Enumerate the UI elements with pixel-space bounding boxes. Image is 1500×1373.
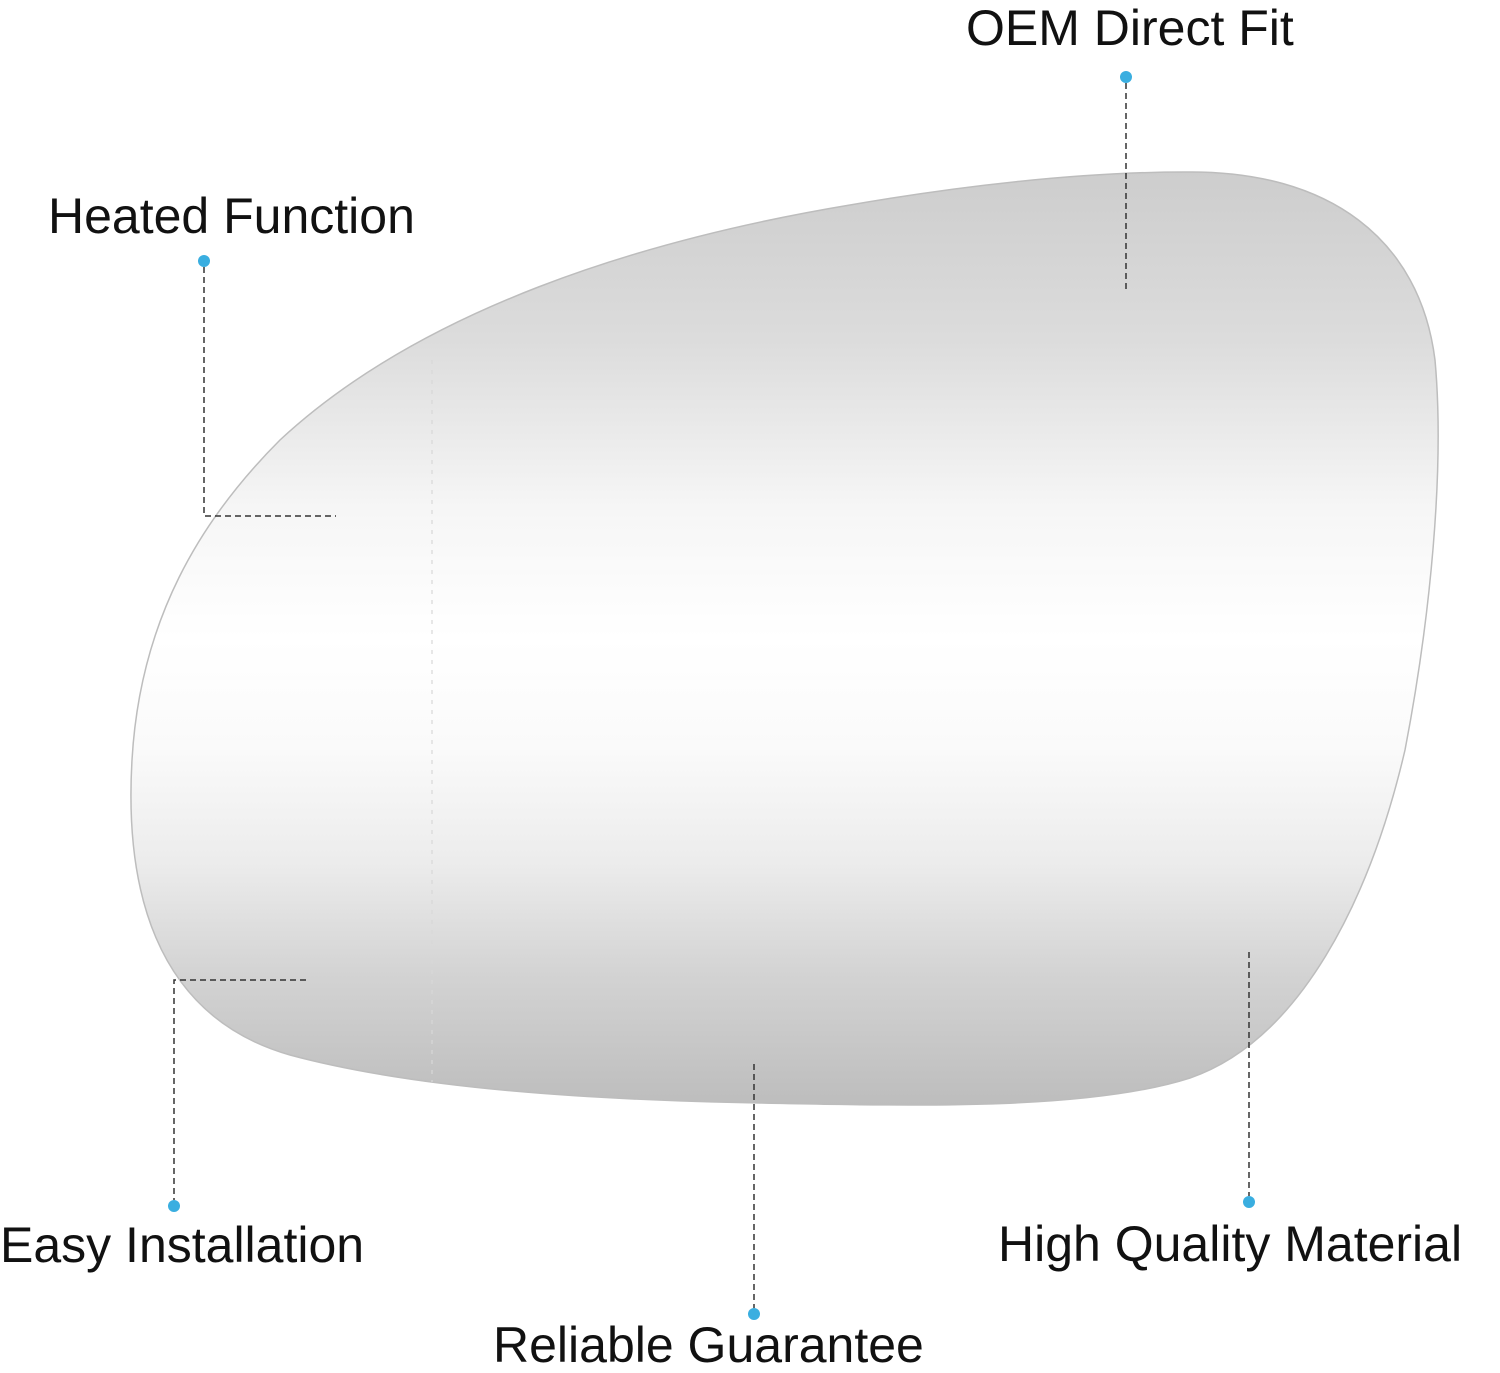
easy-installation-dot xyxy=(168,1200,180,1212)
easy-installation-label: Easy Installation xyxy=(0,1217,365,1273)
reliable-guarantee-callout xyxy=(748,1064,760,1320)
easy-installation-leader-line xyxy=(173,979,306,1200)
high-quality-material-callout xyxy=(1243,952,1255,1208)
easy-installation-callout xyxy=(168,979,306,1212)
high-quality-material-dot xyxy=(1243,1196,1255,1208)
oem-direct-fit-dot xyxy=(1120,71,1132,83)
high-quality-material-label: High Quality Material xyxy=(998,1216,1463,1272)
heated-function-leader-line xyxy=(203,267,336,517)
reliable-guarantee-dot xyxy=(748,1308,760,1320)
oem-direct-fit-callout xyxy=(1120,71,1132,292)
mirror-glass-shape xyxy=(130,171,1439,1106)
oem-direct-fit-label: OEM Direct Fit xyxy=(966,0,1294,56)
heated-function-callout xyxy=(198,255,336,517)
reliable-guarantee-label: Reliable Guarantee xyxy=(493,1317,924,1373)
heated-function-dot xyxy=(198,255,210,267)
heated-function-label: Heated Function xyxy=(48,188,415,244)
